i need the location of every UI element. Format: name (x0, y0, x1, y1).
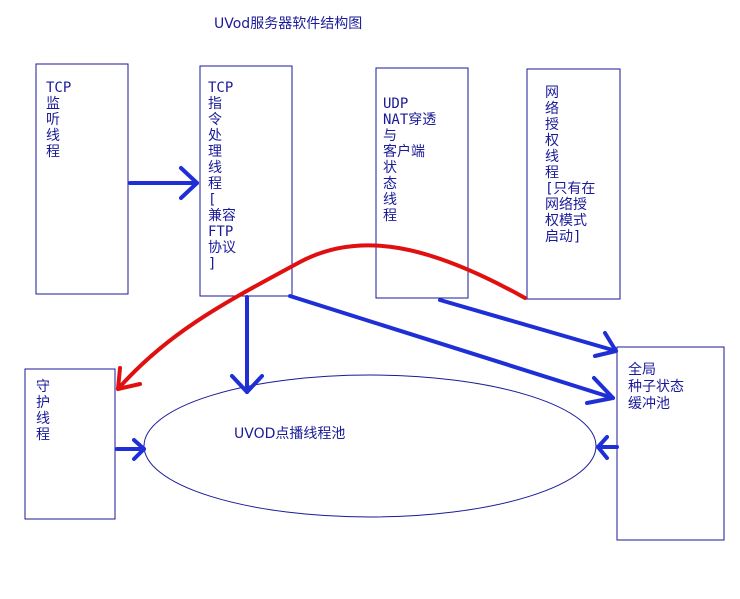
vod-thread-pool-ellipse (143, 374, 597, 518)
net-auth-line: 权模式 (545, 213, 587, 229)
tcp-listen-text: TCP 监 听 线 程 (46, 80, 71, 160)
udp-nat-text: UDP NAT穿透 与 客户端 状 态 线 程 (383, 96, 436, 224)
guard-text: 守 护 线 程 (36, 379, 50, 443)
tcp-listen-line: 线 (46, 128, 60, 144)
net-auth-line: 线 (545, 149, 559, 165)
blue-arrows (115, 166, 619, 461)
udp-nat-line: 客户端 (383, 143, 425, 160)
tcp-command-line: 令 (208, 112, 222, 128)
tcp-listen-line: 听 (46, 112, 60, 128)
tcp-command-line: 协议 (208, 240, 236, 256)
arrow-command-to-cache (288, 294, 615, 405)
net-auth-line: 授 (545, 117, 559, 133)
udp-nat-line: 程 (383, 208, 397, 224)
net-auth-line: 启动] (545, 229, 581, 245)
udp-nat-line: 与 (383, 128, 397, 144)
tcp-command-line: 处 (208, 128, 222, 144)
guard-line: 程 (36, 427, 50, 443)
net-auth-line: [只有在 (545, 181, 595, 197)
tcp-command-text: TCP 指 令 处 理 线 程 [ 兼容 FTP 协议 ] (208, 80, 236, 272)
tcp-command-line: [ (208, 192, 216, 208)
udp-nat-line: UDP (383, 96, 408, 112)
tcp-listen-line: 监 (46, 96, 60, 112)
global-cache-text: 全局 种子状态 缓冲池 (628, 361, 684, 412)
net-auth-line: 网络授 (545, 197, 587, 213)
arrow-cache-to-pool (596, 435, 619, 460)
tcp-command-line: 线 (208, 160, 222, 176)
guard-line: 护 (36, 395, 50, 411)
red-arrow-auth-to-guard (116, 243, 527, 391)
guard-line: 守 (36, 379, 50, 395)
tcp-command-line: 指 (208, 96, 222, 112)
net-auth-text: 网 络 授 权 线 程 [只有在 网络授 权模式 启动] (545, 85, 595, 245)
arrow-guard-to-pool (115, 438, 146, 461)
udp-nat-line: 状 (383, 160, 397, 176)
tcp-command-line: 兼容 (208, 207, 236, 224)
tcp-listen-line: TCP (46, 80, 71, 96)
udp-nat-box (375, 67, 469, 299)
tcp-listen-line: 程 (46, 144, 60, 160)
tcp-command-line: 程 (208, 176, 222, 192)
net-auth-box (526, 68, 621, 300)
tcp-command-line: TCP (208, 80, 233, 96)
net-auth-line: 络 (545, 101, 559, 117)
global-cache-line: 缓冲池 (628, 396, 670, 412)
net-auth-line: 程 (545, 165, 559, 181)
arrow-listen-to-command (128, 166, 199, 200)
tcp-command-line: ] (208, 256, 216, 272)
tcp-command-line: FTP (208, 224, 233, 240)
net-auth-line: 网 (545, 85, 559, 101)
diagram-title: UVod服务器软件结构图 (214, 16, 362, 32)
net-auth-line: 权 (545, 133, 559, 149)
vod-thread-pool-label: UVOD点播线程池 (234, 426, 345, 442)
global-cache-line: 全局 (628, 361, 656, 378)
global-cache-box (616, 346, 725, 541)
arrow-command-to-pool (230, 295, 264, 394)
guard-line: 线 (36, 411, 50, 427)
arrow-udp-to-cache (438, 298, 618, 358)
tcp-command-line: 理 (208, 144, 222, 160)
udp-nat-line: NAT穿透 (383, 112, 436, 128)
tcp-listen-box (35, 63, 129, 295)
udp-nat-line: 态 (383, 176, 397, 192)
guard-box (24, 368, 116, 520)
global-cache-line: 种子状态 (628, 379, 684, 395)
udp-nat-line: 线 (383, 192, 397, 208)
